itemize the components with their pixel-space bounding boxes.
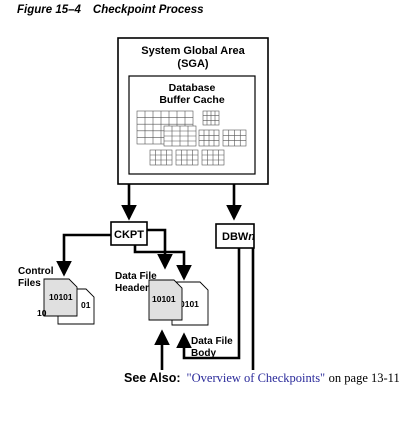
buffer-grid-far-right [222,129,247,147]
control-file-front-text-2: 10 [37,308,47,318]
data-file-body-label-line1: Data File [191,336,233,347]
dbwn-label: DBWn [222,231,255,243]
arrow-ckpt-to-header-back [133,245,192,281]
data-file-front [148,279,183,321]
ckpt-box [110,221,148,246]
checkpoint-diagram: System Global Area (SGA) Database Buffer… [18,37,269,370]
see-also-label: See Also: [124,371,181,385]
figure-caption: Figure 15–4 Checkpoint Process [17,4,204,16]
buffer-grids [136,110,247,166]
control-file-back-text: 01 [81,300,91,310]
buffer-cache-title-line2: Buffer Cache [159,94,225,106]
buffer-grid-bottom-left [149,149,173,166]
arrow-dbwn-to-body-back [176,248,241,360]
buffer-grid-bottom-right [201,149,225,166]
data-file-header-label-line1: Data File [115,271,157,282]
arrow-dbwn-to-body-front [154,248,255,370]
buffer-grid-medium [163,125,197,147]
figure-title: Checkpoint Process [92,4,204,16]
data-file-back-text: 0101 [180,299,199,309]
buffer-grid-bottom-mid [175,149,199,166]
see-also-link[interactable]: "Overview of Checkpoints" [186,371,326,385]
dbwn-prefix: DBW [222,231,249,243]
see-also-page-ref: on page 13-11 [328,371,400,385]
sga-title-line1: System Global Area [141,45,245,57]
control-files-label-line2: Files [18,278,41,289]
buffer-cache-title-line1: Database [169,82,216,94]
arrow-ckpt-to-header-front [147,228,173,270]
dbwn-suffix: n [248,231,255,243]
figure-number: Figure 15–4 [17,4,81,16]
dbwn-box [215,223,255,249]
arrow-ckpt-to-control-files [56,233,111,277]
control-file-front-text-1: 10101 [49,292,73,302]
sga-title-line2: (SGA) [177,58,209,70]
control-file-front [43,278,78,317]
data-file-front-text: 10101 [152,294,176,304]
data-file-body-label-line2: Body [191,348,216,359]
control-files-label-line1: Control [18,266,54,277]
buffer-grid-mid-right [198,129,220,147]
ckpt-label: CKPT [114,229,144,241]
data-file-header-label-line2: Header [115,283,149,294]
buffer-grid-top-right [202,110,220,126]
see-also-note: See Also: "Overview of Checkpoints" on pa… [124,371,400,386]
